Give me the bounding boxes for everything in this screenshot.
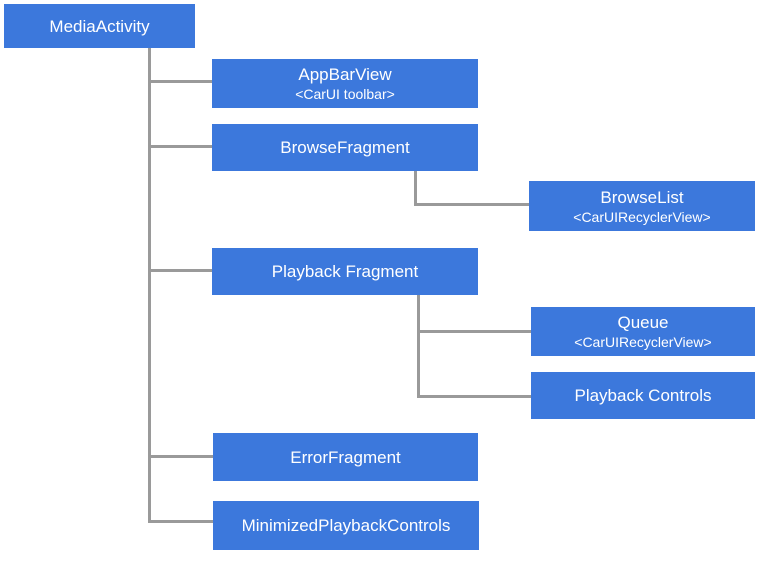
connector-to-minimizedplaybackcontrols <box>148 520 213 523</box>
node-sublabel: <CarUIRecyclerView> <box>574 334 712 350</box>
node-label: MinimizedPlaybackControls <box>241 516 451 535</box>
connector-to-appbarview <box>148 80 212 83</box>
node-label: BrowseFragment <box>280 138 410 157</box>
connector-to-browselist <box>414 203 529 206</box>
node-playback-fragment: Playback Fragment <box>212 248 478 295</box>
node-label: BrowseList <box>600 187 684 207</box>
node-label: AppBarView <box>298 65 392 84</box>
node-media-activity: MediaActivity <box>4 4 195 48</box>
connector-to-playbackcontrols <box>417 395 531 398</box>
connector-trunk-vertical <box>148 47 151 523</box>
node-label: MediaActivity <box>49 16 150 36</box>
node-queue: Queue <CarUIRecyclerView> <box>531 307 755 356</box>
node-sublabel: <CarUIRecyclerView> <box>573 208 711 225</box>
node-playback-controls: Playback Controls <box>531 372 755 419</box>
node-app-bar-view: AppBarView <CarUI toolbar> <box>212 59 478 108</box>
connector-to-errorfragment <box>148 455 213 458</box>
node-label: Queue <box>617 313 669 332</box>
node-label: Playback Fragment <box>271 262 419 281</box>
connector-to-playbackfragment <box>148 269 212 272</box>
node-label: ErrorFragment <box>290 447 401 467</box>
node-error-fragment: ErrorFragment <box>213 433 478 481</box>
node-sublabel: <CarUI toolbar> <box>295 86 395 102</box>
connector-to-browsefragment <box>148 145 212 148</box>
connector-playbackfragment-drop <box>417 295 420 398</box>
connector-to-queue <box>417 330 531 333</box>
node-browse-fragment: BrowseFragment <box>212 124 478 171</box>
node-browse-list: BrowseList <CarUIRecyclerView> <box>529 181 755 231</box>
node-label: Playback Controls <box>574 386 712 405</box>
connector-browsefragment-drop <box>414 171 417 206</box>
node-minimized-playback-controls: MinimizedPlaybackControls <box>213 501 479 550</box>
